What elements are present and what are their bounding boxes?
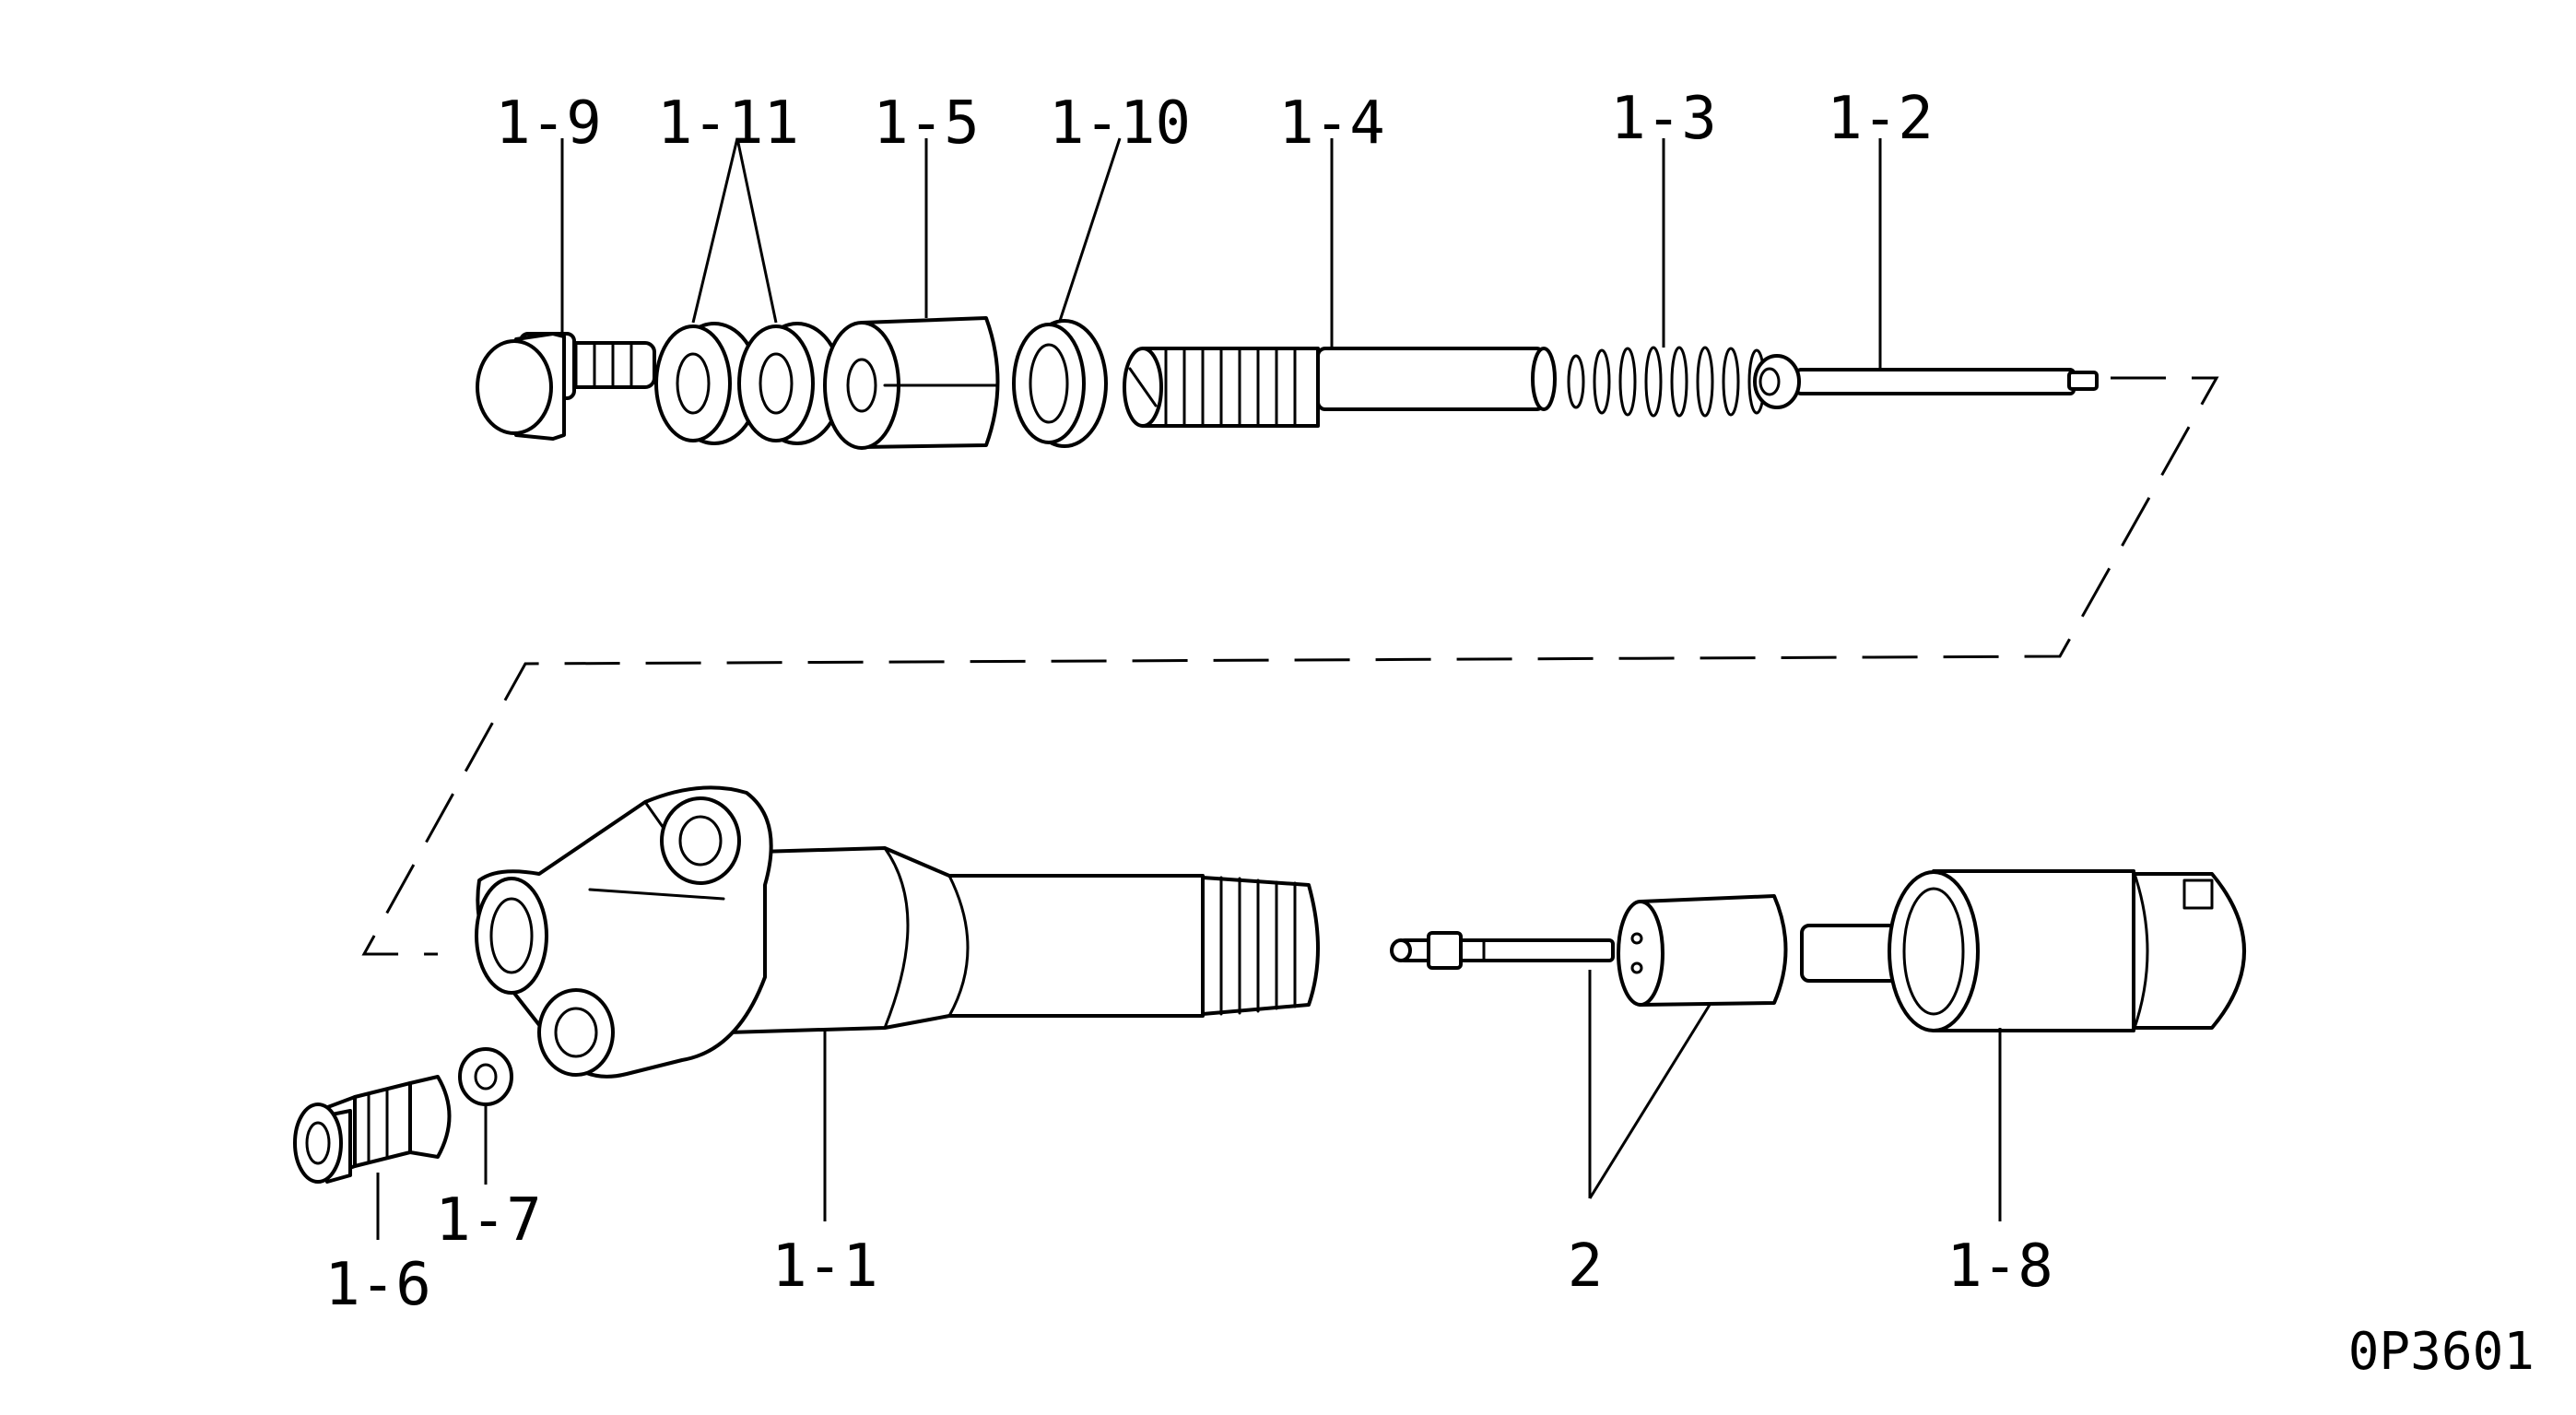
leader-lines [376,137,2002,1240]
label-1-1: 1-1 [771,1232,878,1301]
part-1-5-sleeve [823,316,1000,450]
part-1-8-retaining-nut [1888,869,2246,1032]
part-1-7-small-washer [458,1047,513,1106]
part-1-4-adjusting-screw [1123,347,1557,428]
part-1-3-spring [1567,346,1766,418]
part-1-10-washer [1012,319,1108,448]
label-1-7: 1-7 [435,1186,542,1255]
label-1-5: 1-5 [873,89,980,158]
label-1-10: 1-10 [1049,89,1191,158]
part-1-11-washers [654,322,843,445]
part-1-6-inlet-connector [293,1075,452,1184]
part-1-2-push-rod [1753,354,2099,409]
assembly-path-dashed-line [361,376,2219,956]
label-1-4: 1-4 [1278,89,1385,158]
label-1-8: 1-8 [1947,1232,2053,1301]
part-1-1-nozzle-holder-body [475,785,1320,1079]
part-2-nozzle-assembly [1390,894,1933,1007]
label-1-11: 1-11 [657,89,799,158]
label-1-3: 1-3 [1610,85,1717,153]
label-2: 2 [1568,1232,1604,1301]
part-1-9-cap-bolt [476,332,656,441]
figure-code: 0P3601 [2348,1322,2535,1382]
label-1-2: 1-2 [1827,85,1934,153]
label-1-6: 1-6 [324,1251,431,1319]
label-1-9: 1-9 [495,89,602,158]
